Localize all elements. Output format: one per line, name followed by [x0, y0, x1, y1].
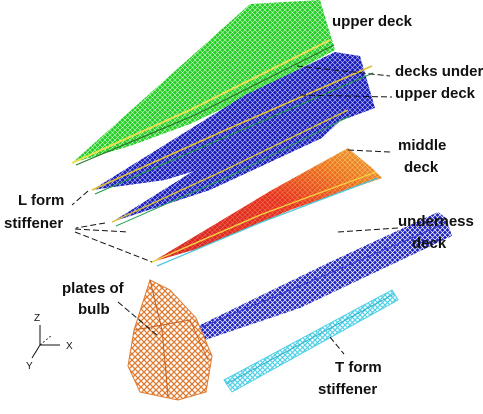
middle-deck-plate [151, 148, 382, 267]
axis-label-z: Z [34, 313, 40, 324]
label-l-form-1: L form [18, 192, 64, 209]
label-underness-1: underness [398, 213, 474, 230]
leader-middle-deck [347, 149, 391, 153]
deck-under-upper-deck-2 [111, 96, 352, 227]
xyz-axes-icon: Z X Y [26, 313, 73, 372]
deck-under-upper-deck-1 [91, 52, 375, 195]
leader-decks-under-2 [299, 94, 393, 98]
leader-l-form-2 [75, 222, 106, 229]
plates-of-bulb [127, 279, 213, 401]
label-l-form-2: stiffener [4, 215, 63, 232]
t-form-stiffener [223, 289, 399, 393]
label-t-form-1: T form [335, 359, 382, 376]
leader-underness-deck [337, 227, 399, 233]
leader-l-form-4 [74, 231, 153, 263]
label-underness-2: deck [412, 235, 447, 252]
label-plates-bulb-2: bulb [78, 301, 110, 318]
leader-decks-under [296, 65, 391, 77]
leader-t-form [329, 336, 345, 355]
leader-l-form-3 [74, 228, 129, 233]
underness-deck-plate [165, 212, 452, 343]
axis-label-x: X [66, 341, 73, 352]
leader-lines [71, 65, 399, 355]
leader-l-form-1 [71, 190, 89, 206]
label-t-form-2: stiffener [318, 381, 377, 398]
label-middle-deck-2: deck [404, 159, 439, 176]
axis-label-y: Y [26, 361, 33, 372]
label-decks-under-2: upper deck [395, 85, 476, 102]
label-decks-under-1: decks under [395, 63, 483, 80]
label-upper-deck: upper deck [332, 13, 413, 30]
label-plates-bulb-1: plates of [62, 280, 125, 297]
label-middle-deck-1: middle [398, 137, 446, 154]
upper-deck-plate [71, 0, 335, 166]
